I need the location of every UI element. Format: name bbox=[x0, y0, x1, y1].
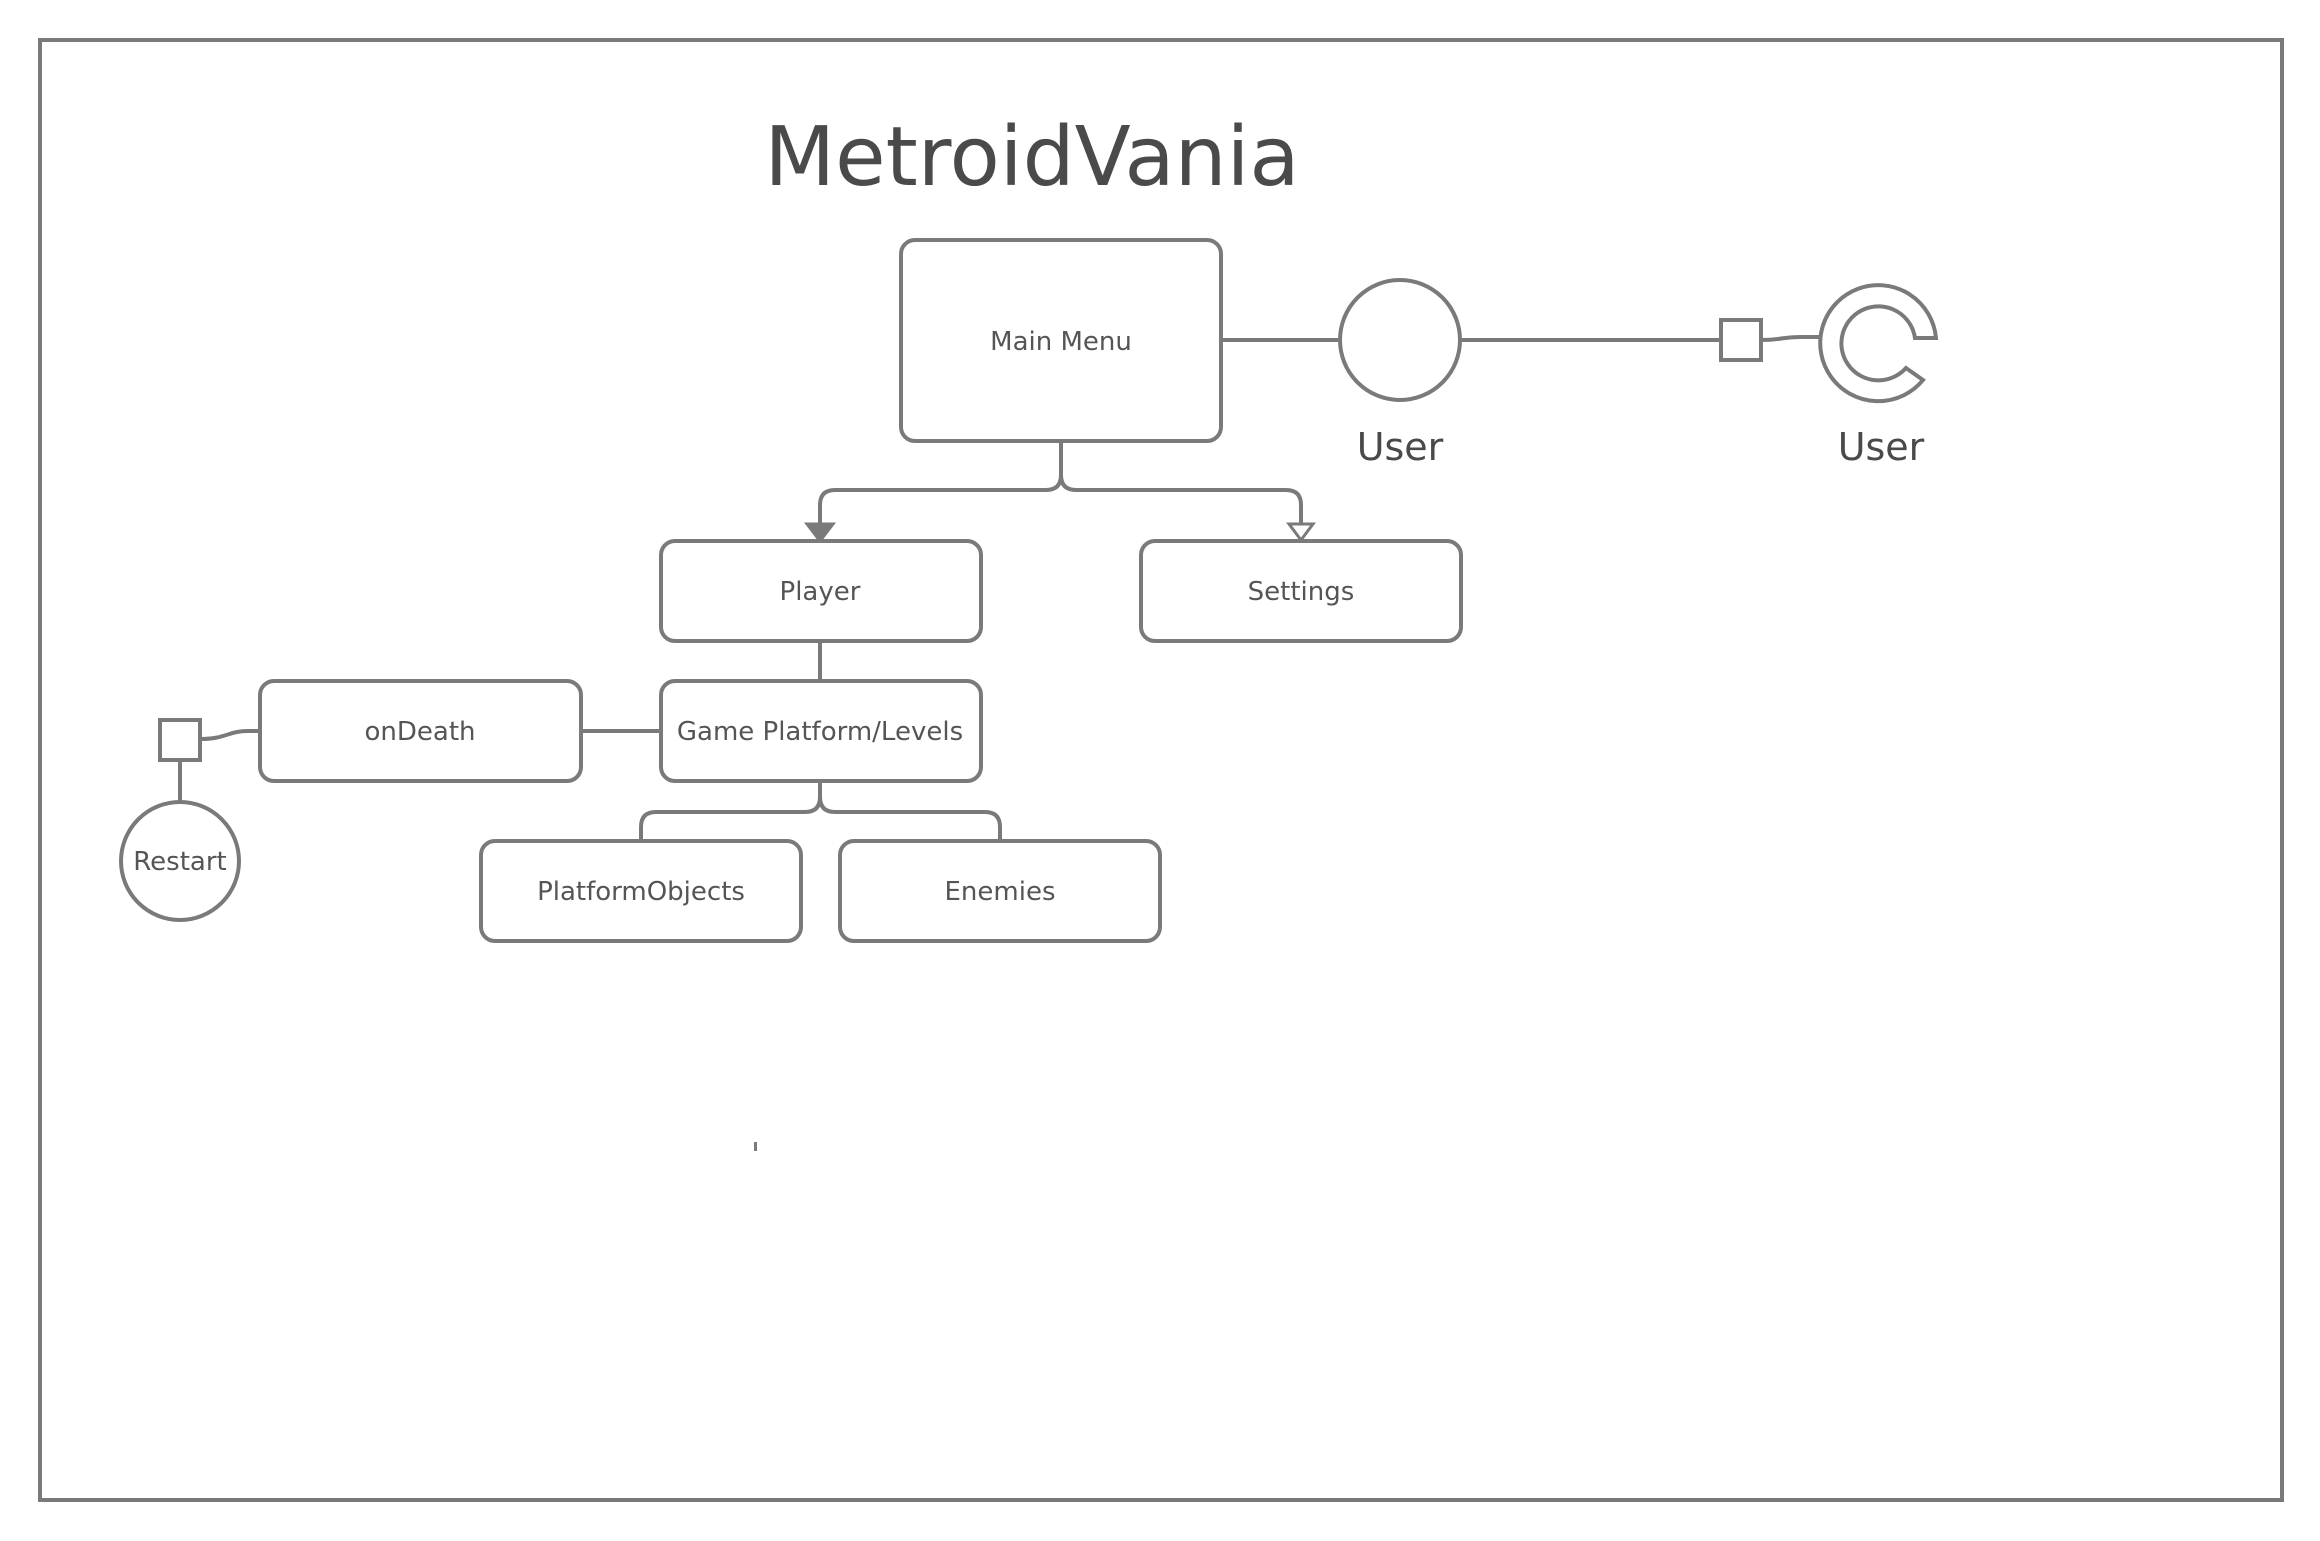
node-main-menu[interactable]: Main Menu bbox=[899, 238, 1223, 443]
node-enemies-label: Enemies bbox=[945, 877, 1056, 907]
connector-gameplatform-enemies bbox=[818, 796, 1002, 841]
node-on-death[interactable]: onDeath bbox=[258, 679, 583, 783]
node-restart[interactable]: Restart bbox=[119, 800, 241, 922]
connector-mainmenu-settings bbox=[1059, 474, 1303, 524]
node-game-platform[interactable]: Game Platform/Levels bbox=[659, 679, 983, 783]
node-enemies[interactable]: Enemies bbox=[838, 839, 1162, 943]
interface-port-user[interactable] bbox=[1719, 318, 1763, 362]
provided-interface-icon bbox=[1338, 278, 1462, 402]
diagram-title: MetroidVania bbox=[764, 110, 1299, 205]
node-player-label: Player bbox=[780, 577, 861, 607]
node-platform-objects-label: PlatformObjects bbox=[537, 877, 745, 907]
actor-user-required[interactable]: User bbox=[1818, 283, 1939, 469]
node-player[interactable]: Player bbox=[659, 539, 983, 643]
node-restart-label: Restart bbox=[133, 847, 226, 877]
arrowhead-settings bbox=[1286, 522, 1316, 543]
interface-port-ondeath[interactable] bbox=[158, 718, 202, 762]
node-on-death-label: onDeath bbox=[364, 717, 475, 747]
connector-interface-socket bbox=[1760, 335, 1820, 342]
node-settings-label: Settings bbox=[1248, 577, 1355, 607]
actor-user-required-label: User bbox=[1838, 425, 1925, 469]
node-settings[interactable]: Settings bbox=[1139, 539, 1463, 643]
required-interface-icon bbox=[1818, 283, 1939, 404]
node-main-menu-label: Main Menu bbox=[990, 327, 1132, 357]
actor-user-provided-label: User bbox=[1357, 425, 1444, 469]
actor-user-provided[interactable]: User bbox=[1338, 278, 1462, 469]
connector-ondeath-interface bbox=[199, 729, 260, 741]
stray-mark bbox=[754, 1142, 757, 1151]
arrowhead-player bbox=[803, 522, 837, 544]
node-game-platform-label: Game Platform/Levels bbox=[677, 717, 963, 747]
node-platform-objects[interactable]: PlatformObjects bbox=[479, 839, 803, 943]
